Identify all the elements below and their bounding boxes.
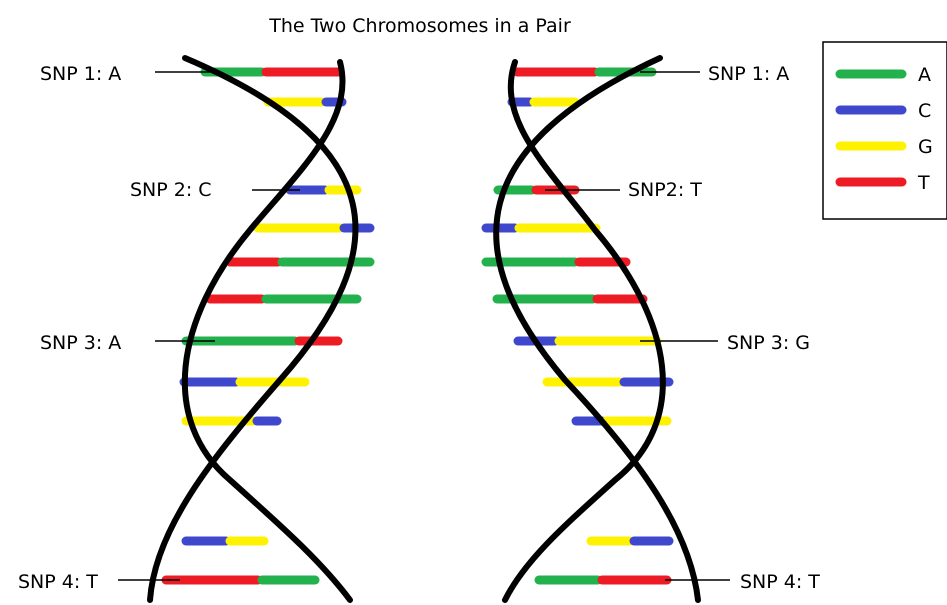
left-snp-2-label: SNP 2: C <box>130 179 212 201</box>
legend-label-C: C <box>918 100 931 122</box>
left-snp-1-label: SNP 1: A <box>40 63 121 85</box>
right-snp-2-label: SNP2: T <box>628 179 702 201</box>
legend-item-A: A <box>835 64 931 86</box>
right-backbone-strand-1 <box>493 55 701 603</box>
left-base-pairs <box>161 67 375 585</box>
left-snp-3-label: SNP 3: A <box>40 332 121 354</box>
right-snp-1-label: SNP 1: A <box>708 63 789 85</box>
legend-label-A: A <box>918 64 931 86</box>
right-chromosome: SNP 1: A SNP2: T SNP 3: G SNP 4: T <box>481 55 820 603</box>
left-chromosome: SNP 1: A SNP 2: C SNP 3: A SNP 4: T <box>18 55 375 603</box>
legend-item-C: C <box>835 100 931 122</box>
legend-item-G: G <box>835 136 933 158</box>
legend-label-G: G <box>918 136 933 158</box>
left-backbone-strand-2 <box>181 59 353 603</box>
diagram-title: The Two Chromosomes in a Pair <box>268 15 571 37</box>
legend-label-T: T <box>917 172 930 194</box>
left-backbone-strand-1 <box>147 55 359 603</box>
right-backbone-strand-2 <box>502 59 666 603</box>
legend-item-T: T <box>835 172 930 194</box>
right-base-pairs <box>481 67 674 585</box>
left-snp-4-label: SNP 4: T <box>18 571 98 593</box>
right-snp-3-label: SNP 3: G <box>727 332 810 354</box>
left-snp-labels: SNP 1: A SNP 2: C SNP 3: A SNP 4: T <box>18 63 300 593</box>
right-snp-labels: SNP 1: A SNP2: T SNP 3: G SNP 4: T <box>545 63 820 593</box>
right-snp-4-label: SNP 4: T <box>740 571 820 593</box>
